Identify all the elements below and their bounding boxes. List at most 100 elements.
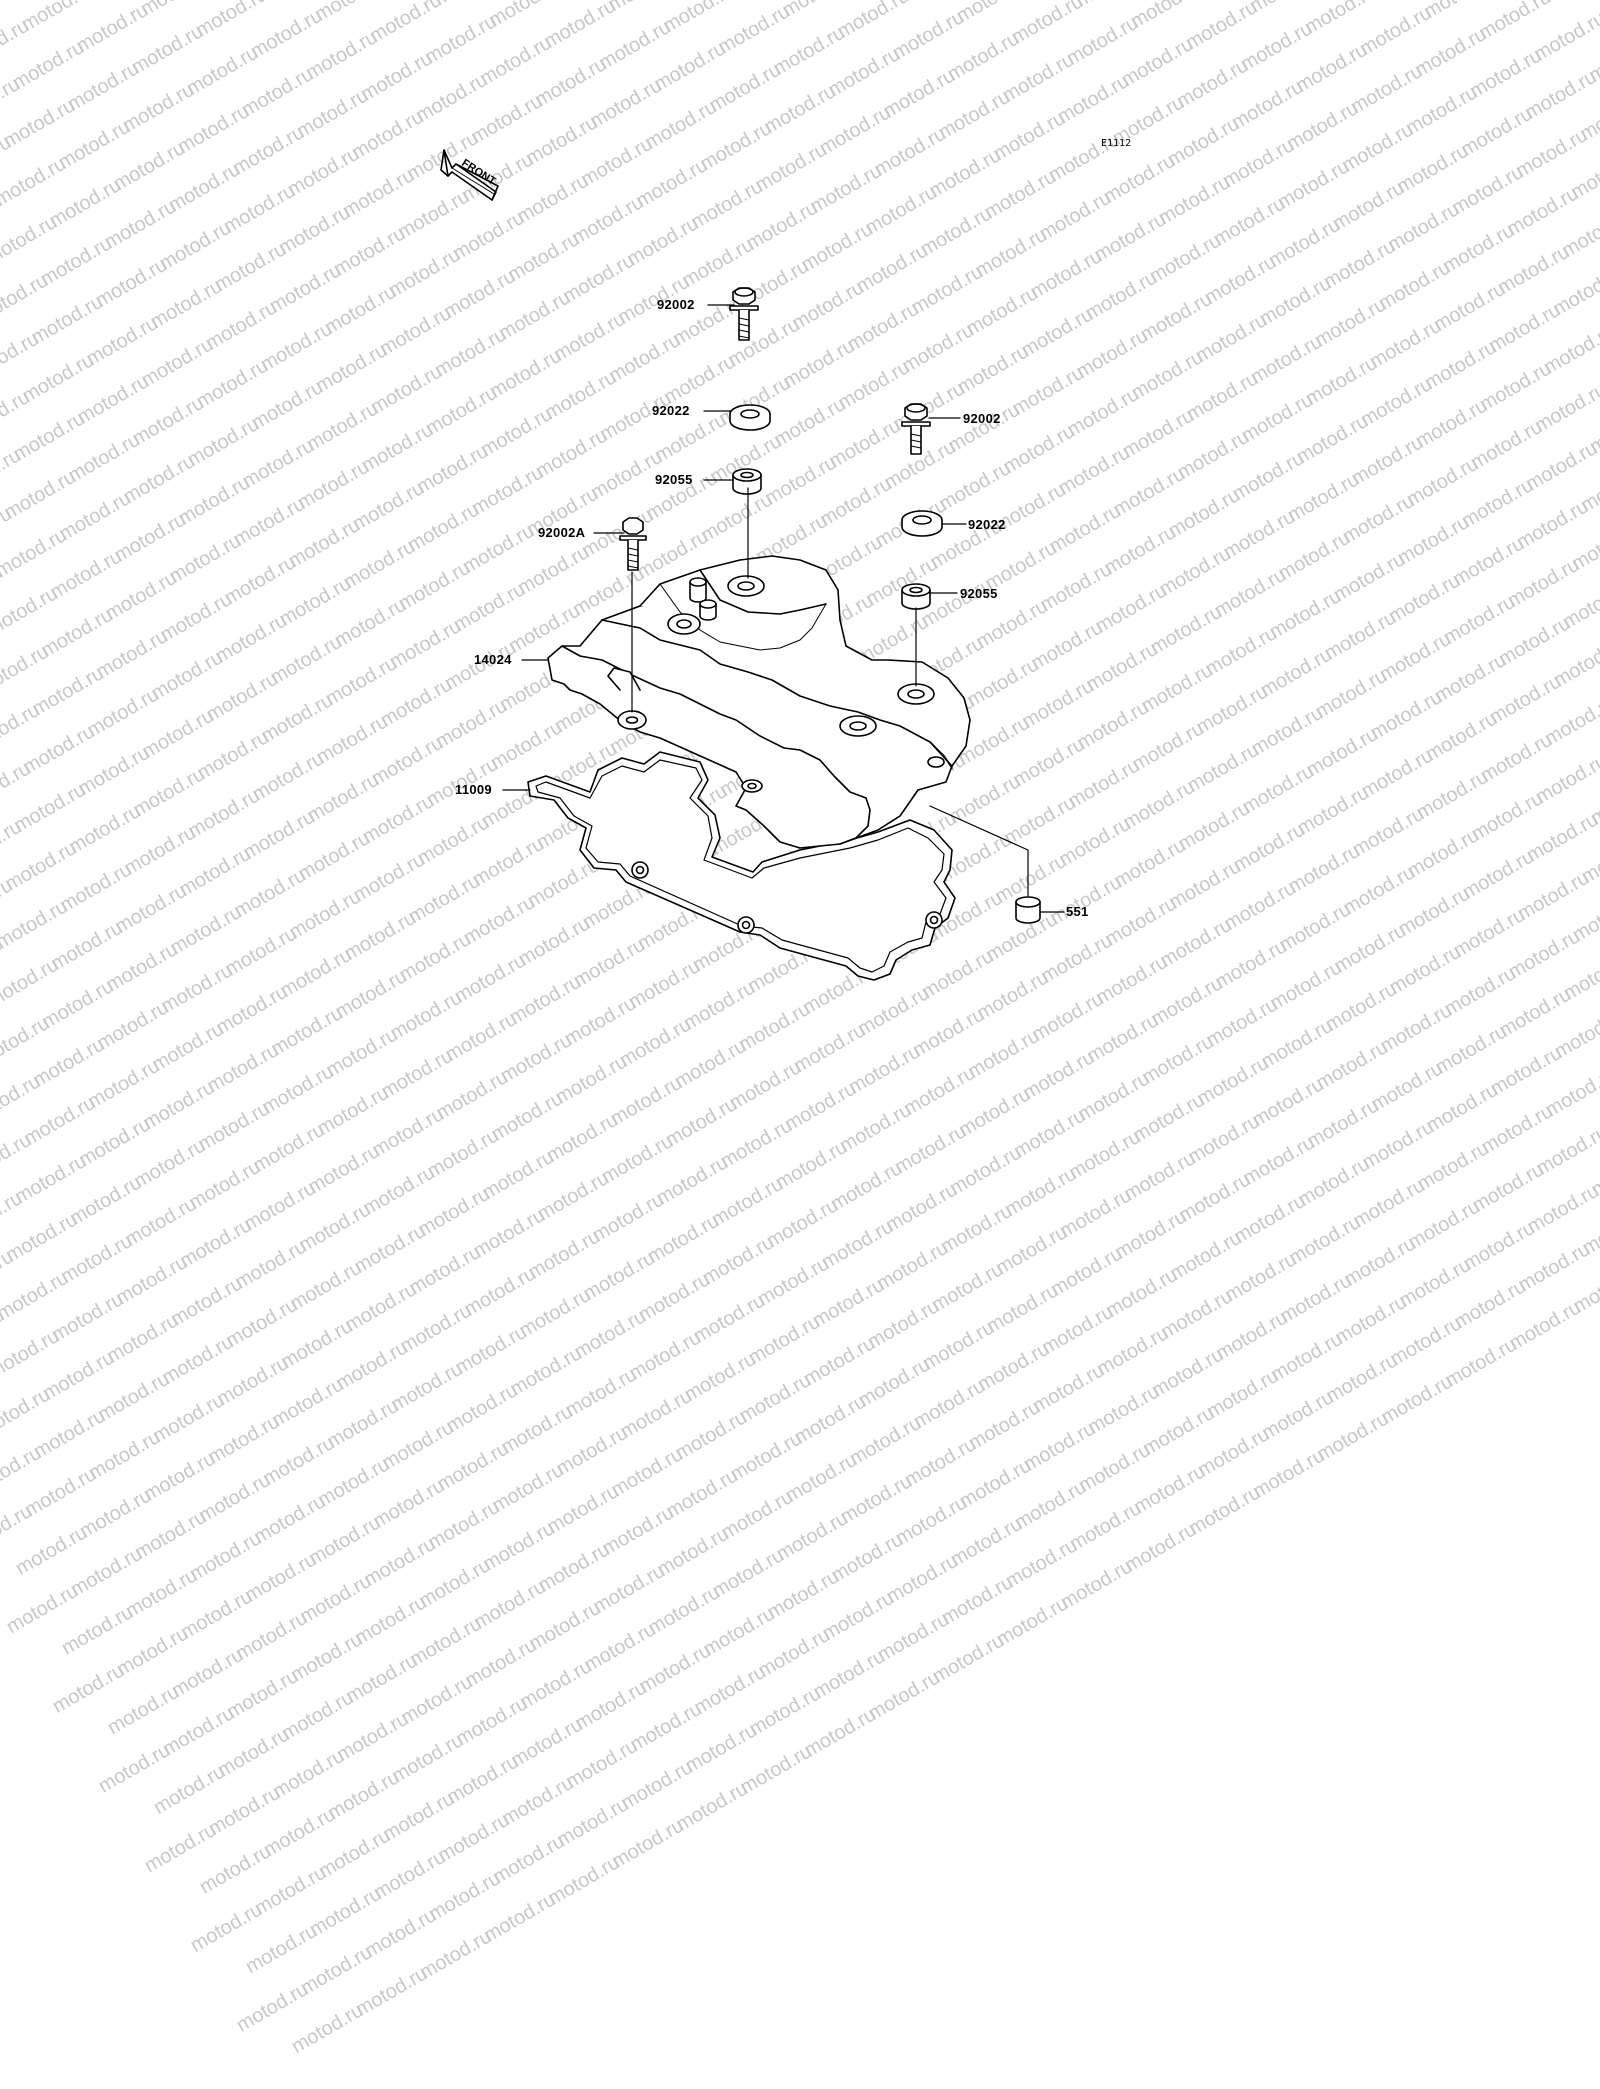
watermark-text: motod.ru — [135, 1811, 222, 1888]
watermark-text: motod.ru — [281, 1620, 368, 1697]
watermark-text: motod.ru — [739, 1303, 826, 1380]
watermark-text: motod.ru — [1334, 1224, 1421, 1301]
watermark-text: motod.ru — [400, 1604, 487, 1681]
bolt-top-icon — [730, 288, 758, 340]
watermark-text: motod.ru — [767, 1499, 854, 1576]
watermark-text: motod.ru — [162, 1636, 249, 1713]
watermark-text: motod.ru — [1051, 1547, 1138, 1624]
watermark-text: motod.ru — [262, 1365, 349, 1442]
watermark-text: motod.ru — [986, 1213, 1073, 1290]
watermark-text: motod.ru — [225, 1227, 312, 1304]
watermark-text: motod.ru — [537, 1472, 624, 1549]
watermark-text: motod.ru — [280, 1249, 367, 1326]
watermark-text: motod.ru — [638, 1573, 725, 1650]
watermark-text: motod.ru — [125, 1498, 212, 1575]
watermark-text: motod.ru — [235, 1540, 322, 1617]
watermark-text: motod.ru — [372, 1408, 459, 1485]
watermark-text: motod.ru — [363, 1466, 450, 1543]
watermark-text: motod.ru — [1499, 1288, 1586, 1365]
watermark-text: motod.ru — [79, 1418, 166, 1495]
watermark-text: motod.ru — [666, 1769, 753, 1846]
watermark-text: motod.ru — [106, 1243, 193, 1320]
watermark-text: motod.ru — [474, 1880, 561, 1957]
watermark-text: motod.ru — [0, 1492, 38, 1569]
watermark-text: motod.ru — [748, 1244, 835, 1321]
watermark-text: motod.ru — [263, 1737, 350, 1814]
watermark-text: motod.ru — [52, 1593, 139, 1670]
watermark-text: motod.ru — [922, 1250, 1009, 1327]
watermark-text: motod.ru — [24, 1397, 111, 1474]
watermark-text: motod.ru — [335, 1270, 422, 1347]
watermark-text: motod.ru — [42, 1280, 129, 1357]
watermark-text: motod.ru — [1508, 1230, 1595, 1307]
front-arrow-icon: FRONT — [441, 150, 498, 200]
watermark-text: motod.ru — [602, 1806, 689, 1883]
watermark-text: motod.ru — [1243, 1436, 1330, 1513]
watermark-text: motod.ru — [1261, 1320, 1348, 1397]
watermark-text: motod.ru — [245, 1853, 332, 1930]
watermark-text: motod.ru — [291, 1933, 378, 2010]
watermark-text: motod.ru — [611, 1748, 698, 1825]
watermark-text: motod.ru — [968, 1330, 1055, 1407]
watermark-text: motod.ru — [1325, 1283, 1412, 1360]
watermark-text: motod.ru — [931, 1192, 1018, 1269]
watermark-text: motod.ru — [116, 1556, 203, 1633]
watermark-text: motod.ru — [171, 1577, 258, 1654]
watermark-text: motod.ru — [144, 1752, 231, 1829]
watermark-text: motod.ru — [812, 1207, 899, 1284]
watermark-text: motod.ru — [702, 1536, 789, 1613]
watermark-text: motod.ru — [326, 1328, 413, 1405]
watermark-text: motod.ru — [1060, 1489, 1147, 1566]
watermark-text: motod.ru — [318, 1758, 405, 1835]
watermark-text: motod.ru — [409, 1546, 496, 1623]
watermark-text: motod.ru — [419, 1859, 506, 1936]
watermark-text: motod.ru — [437, 1742, 524, 1819]
watermark-text: motod.ru — [1453, 1209, 1540, 1286]
watermark-text: motod.ru — [1206, 1298, 1293, 1375]
watermark-text: motod.ru — [1564, 1251, 1600, 1328]
watermark-text: motod.ru — [638, 1202, 725, 1279]
watermark-text: motod.ru — [565, 1668, 652, 1745]
watermark-text: motod.ru — [501, 1705, 588, 1782]
watermark-text: motod.ru — [464, 1567, 551, 1644]
watermark-text: motod.ru — [134, 1439, 221, 1516]
watermark-text: motod.ru — [33, 1338, 120, 1415]
watermark-text: motod.ru — [868, 1600, 955, 1677]
watermark-text: motod.ru — [391, 1663, 478, 1740]
watermark-text: motod.ru — [712, 1478, 799, 1555]
watermark-text: motod.ru — [336, 1641, 423, 1718]
watermark-text: motod.ru — [1041, 1234, 1128, 1311]
watermark-text: motod.ru — [776, 1441, 863, 1518]
watermark-text: motod.ru — [15, 1455, 102, 1532]
watermark-text: motod.ru — [199, 1774, 286, 1851]
watermark-text: motod.ru — [272, 1678, 359, 1755]
watermark-text: motod.ru — [198, 1402, 285, 1479]
watermark-text: motod.ru — [1124, 1452, 1211, 1529]
watermark-text: motod.ru — [0, 1317, 65, 1394]
watermark-text: motod.ru — [538, 1843, 625, 1920]
watermark-text: motod.ru — [227, 1970, 314, 2047]
watermark-text: motod.ru — [317, 1387, 404, 1464]
watermark-text: motod.ru — [684, 1653, 771, 1730]
watermark-text: motod.ru — [345, 1583, 432, 1660]
watermark-text: motod.ru — [170, 1206, 257, 1283]
watermark-text: motod.ru — [61, 1535, 148, 1612]
callout-washer-top: 92022 — [652, 404, 690, 418]
washer-right-icon — [902, 511, 942, 536]
watermark-text: motod.ru — [804, 1637, 891, 1714]
watermark-text: motod.ru — [693, 1594, 780, 1671]
watermark-text: motod.ru — [950, 1446, 1037, 1523]
watermark-text: motod.ru — [1078, 1372, 1165, 1449]
watermark-text: motod.ru — [1096, 1256, 1183, 1333]
watermark-text: motod.ru — [546, 1414, 633, 1491]
callout-dowel: 551 — [1066, 905, 1089, 919]
watermark-text: motod.ru — [0, 1200, 83, 1277]
watermark-text: motod.ru — [428, 1801, 515, 1878]
watermark-text: motod.ru — [445, 1313, 532, 1390]
watermark-text: motod.ru — [410, 1917, 497, 1994]
watermark-text: motod.ru — [1371, 1362, 1458, 1439]
watermark-text: motod.ru — [1023, 1351, 1110, 1428]
watermark-text: motod.ru — [1573, 1193, 1600, 1270]
watermark-text: motod.ru — [556, 1727, 643, 1804]
watermark-text: motod.ru — [282, 1991, 369, 2068]
